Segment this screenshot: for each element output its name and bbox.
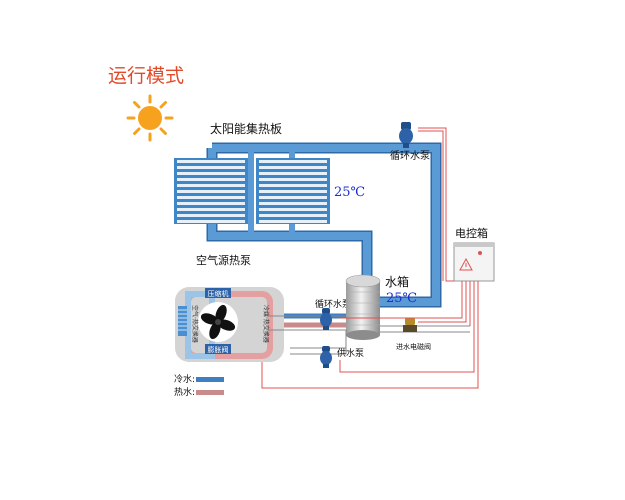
air-source-heat-pump: 压缩机 膨胀阀 空气·热交换器 冷媒·热交换器 [175,287,284,362]
water-tank [345,274,381,340]
warning-icon [459,257,473,271]
supply-pipe [290,330,347,355]
water-tank-label: 水箱 [385,274,409,289]
collector-slat [177,190,245,193]
collector-slat [259,220,327,223]
collector-slat [259,172,327,175]
circulation-pump-top [399,122,413,148]
collector-slat [177,184,245,187]
collector-slat [259,184,327,187]
collector-slat [259,160,327,163]
inlet-solenoid-valve [403,318,417,332]
legend-hot-label: 热水: [174,386,195,398]
solar-collector-panel-left [174,158,248,224]
heat-pump-label: 空气源热泵 [196,253,251,267]
evaporator-label: 空气·热交换器 [191,305,199,343]
page-title: 运行模式 [108,65,184,87]
collector-slat [177,214,245,217]
legend-cold-label: 冷水: [174,373,195,385]
pump-icon [320,308,332,330]
expansion-valve-label: 膨胀阀 [208,345,229,354]
tank-temperature: 25℃ [386,291,417,306]
collector-slat [177,220,245,223]
circulation-pump-tank [320,308,332,330]
collector-slat [259,202,327,205]
signal-wires [261,127,479,389]
fan-icon [198,302,238,342]
collector-slat [259,196,327,199]
supply-pump-label: 供水泵 [337,347,364,359]
collector-slat [259,178,327,181]
legend-hot-swatch [196,390,224,395]
sun-icon [126,94,174,142]
collector-slat [177,178,245,181]
collector-slat [259,208,327,211]
collector-temperature: 25℃ [334,185,365,200]
collector-slat [177,172,245,175]
inlet-pipe [380,325,470,333]
circulation-pump-tank-label: 循环水泵 [315,298,351,310]
collector-slat [177,196,245,199]
pump-icon [320,346,332,368]
pump-icon [399,122,413,148]
control-box [453,242,495,282]
collector-slat [177,208,245,211]
condenser-label: 冷媒·热交换器 [262,305,270,343]
solar-collector-label: 太阳能集热板 [210,121,282,136]
supply-pump [320,346,332,368]
inlet-valve-label: 进水电磁阀 [396,342,431,351]
legend-cold-swatch [196,377,224,382]
circulation-pump-top-label: 循环水泵 [390,149,430,162]
collector-slat [259,190,327,193]
compressor-label: 压缩机 [208,289,229,298]
control-box-label: 电控箱 [455,226,488,240]
legend: 冷水: 热水: [174,373,224,398]
collector-slat [177,202,245,205]
collector-slat [259,166,327,169]
collector-slat [177,166,245,169]
valve-icon [403,318,417,332]
solar-collector-panel-right [256,158,330,224]
collector-slat [177,160,245,163]
collector-slat [259,214,327,217]
